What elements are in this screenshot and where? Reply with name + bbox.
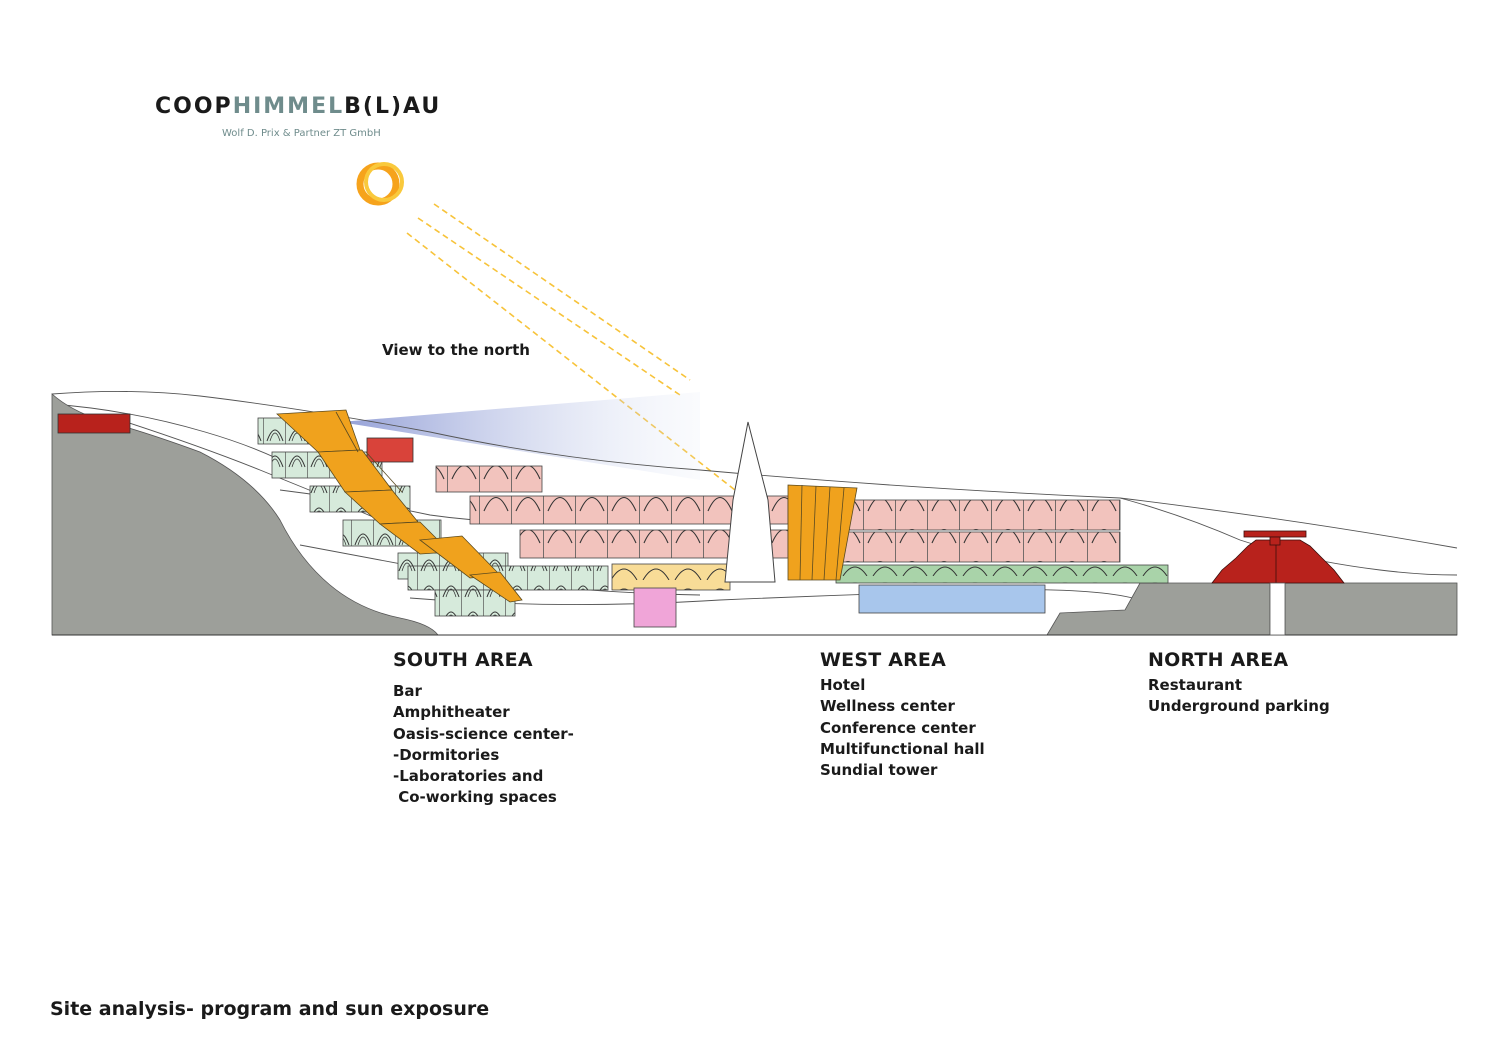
west-area-title: WEST AREA bbox=[820, 649, 947, 671]
logo-subtitle: Wolf D. Prix & Partner ZT GmbH bbox=[222, 128, 381, 139]
sundial-tower bbox=[724, 421, 776, 583]
list-item: Multifunctional hall bbox=[820, 739, 985, 758]
list-item: Amphitheater bbox=[393, 703, 510, 722]
sun-rays bbox=[406, 203, 736, 491]
north-area-legend: NORTH AREA Restaurant Underground parkin… bbox=[1148, 649, 1330, 718]
parking-shaft bbox=[1269, 582, 1286, 636]
list-item: Hotel bbox=[820, 676, 866, 694]
north-restaurant bbox=[1211, 530, 1345, 584]
list-item: Oasis-science center- bbox=[393, 724, 574, 743]
list-item: Conference center bbox=[820, 718, 976, 737]
list-item: Wellness center bbox=[820, 697, 955, 716]
view-cone bbox=[340, 392, 700, 480]
south-area-list: Bar Amphitheater Oasis-science center- -… bbox=[393, 681, 574, 809]
bar-underground bbox=[633, 587, 677, 628]
list-item: Restaurant bbox=[1148, 676, 1242, 694]
ground-north-east bbox=[1284, 582, 1458, 636]
west-area-legend: WEST AREA Hotel Wellness center Conferen… bbox=[820, 649, 985, 781]
logo-part-blau: B(L)AU bbox=[344, 94, 442, 119]
logo-part-coop: COOP bbox=[155, 94, 233, 119]
west-area-list: Hotel Wellness center Conference center … bbox=[820, 675, 985, 781]
logo-part-himmel: HIMMEL bbox=[232, 94, 345, 119]
red-lookout-building bbox=[57, 413, 131, 434]
figure-caption: Site analysis- program and sun exposure bbox=[50, 998, 490, 1020]
sun-icon bbox=[356, 162, 404, 206]
hotel-blocks bbox=[435, 465, 1121, 563]
list-item: Bar bbox=[393, 682, 422, 700]
amphitheater bbox=[611, 563, 731, 591]
west-orange-tower bbox=[787, 484, 858, 581]
bar-building bbox=[366, 437, 414, 463]
list-item: -Laboratories and bbox=[393, 767, 544, 786]
list-item: Underground parking bbox=[1148, 697, 1330, 716]
south-stair-cascade bbox=[276, 409, 523, 603]
north-area-title: NORTH AREA bbox=[1148, 649, 1289, 671]
south-area-legend: SOUTH AREA Bar Amphitheater Oasis-scienc… bbox=[393, 649, 574, 809]
wellness-center bbox=[858, 584, 1046, 614]
south-area-title: SOUTH AREA bbox=[393, 649, 533, 671]
list-item: Co-working spaces bbox=[393, 788, 557, 807]
list-item: -Dormitories bbox=[393, 745, 500, 764]
conference-center bbox=[835, 564, 1169, 584]
view-label: View to the north bbox=[382, 341, 530, 359]
company-logo: COOPHIMMELB(L)AU bbox=[155, 94, 441, 119]
list-item: Sundial tower bbox=[820, 761, 938, 780]
north-area-list: Restaurant Underground parking bbox=[1148, 675, 1330, 718]
